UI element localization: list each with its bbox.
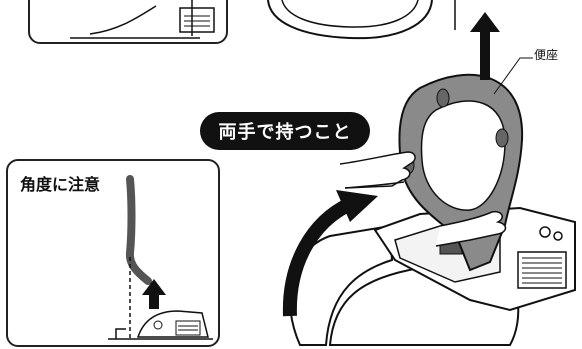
hold-with-both-hands-badge: 両手で持つこと (200, 112, 370, 150)
toilet-seat-label: 便座 (534, 46, 558, 63)
inset-panel-angle: 角度に注意 (6, 159, 220, 347)
inset-panel-top (28, 0, 228, 44)
up-arrow-icon (470, 12, 500, 80)
